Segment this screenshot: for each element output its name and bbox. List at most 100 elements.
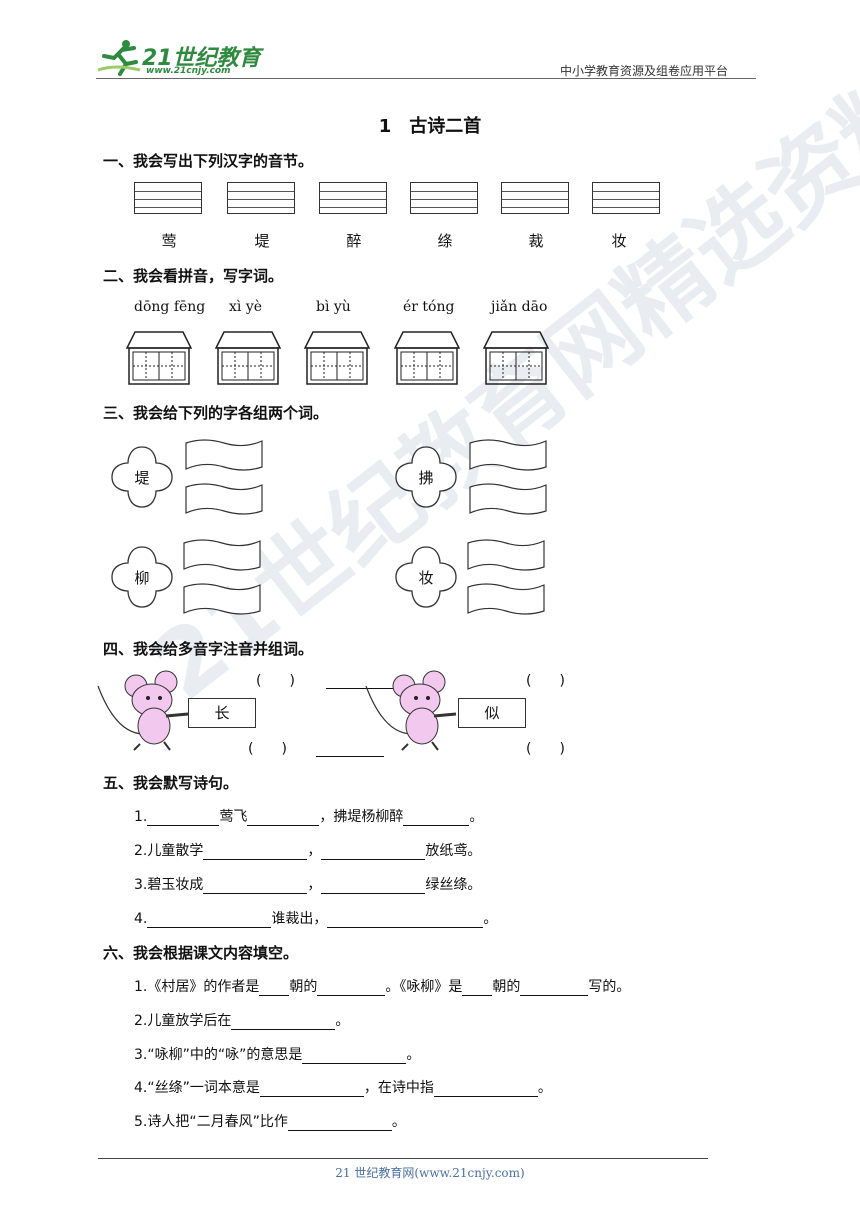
- section-4-heading: 四、我会给多音字注音并组词。: [103, 640, 314, 658]
- word-group-4: 妆: [390, 537, 550, 623]
- pinyin-label: bì yù: [316, 299, 351, 315]
- section-5-heading: 五、我会默写诗句。: [103, 774, 239, 792]
- word-blank[interactable]: [326, 672, 394, 689]
- answer-blank[interactable]: [231, 1013, 336, 1030]
- answer-blank[interactable]: [302, 1047, 407, 1064]
- poem-line-2: 2.儿童散学 ， 放纸鸢。: [134, 840, 481, 860]
- pinyin-label: jiǎn dāo: [491, 299, 548, 315]
- flag-answer-boxes[interactable]: [466, 537, 548, 623]
- char-label: 绦: [437, 232, 453, 250]
- pinyin-box[interactable]: [410, 182, 478, 214]
- word-houses: [125, 331, 550, 385]
- line-text: 朝的: [289, 979, 318, 995]
- pinyin-boxes-row: [134, 182, 674, 218]
- pinyin-paren[interactable]: ( ): [526, 741, 565, 757]
- line-text: 4.“丝绦”一词本意是: [134, 1080, 260, 1096]
- mouse-illustration-icon: [97, 670, 189, 751]
- footer-text: 21 世纪教育网(www.21cnjy.com): [335, 1166, 525, 1180]
- word-house-box[interactable]: [393, 331, 461, 385]
- answer-blank[interactable]: [203, 877, 308, 894]
- char-label: 醉: [346, 232, 362, 250]
- pinyin-label: dōng fēng: [134, 299, 206, 315]
- site-logo: 21世纪教育 www.21cnjy.com: [96, 36, 266, 80]
- answer-blank[interactable]: [403, 809, 470, 826]
- char-label: 堤: [254, 232, 270, 250]
- runner-logo-icon: [97, 40, 141, 76]
- group-char: 妆: [418, 569, 434, 587]
- page-title: 1 古诗二首: [378, 116, 482, 137]
- footer-rule: [98, 1158, 708, 1159]
- poem-line-1: 1.莺飞，拂堤杨柳醉。: [134, 806, 483, 826]
- logo-text: 21世纪教育: [142, 46, 261, 71]
- line-text: ，: [307, 877, 322, 893]
- line-text: ，: [307, 843, 322, 859]
- line-text: 4.: [134, 911, 148, 927]
- answer-blank[interactable]: [259, 979, 290, 996]
- char-label: 裁: [528, 232, 544, 250]
- line-text: 1.《村居》的作者是: [134, 979, 260, 995]
- line-text: 写的。: [588, 979, 631, 995]
- answer-blank[interactable]: [247, 809, 320, 826]
- answer-blank[interactable]: [147, 809, 220, 826]
- answer-blank[interactable]: [203, 843, 308, 860]
- section-3-heading: 三、我会给下列的字各组两个词。: [103, 404, 329, 422]
- group-char: 拂: [418, 469, 434, 487]
- group-char: 柳: [134, 569, 150, 587]
- char-label: 妆: [611, 232, 627, 250]
- answer-blank[interactable]: [287, 1114, 392, 1131]
- answer-blank[interactable]: [520, 979, 589, 996]
- line-text: 。: [406, 1047, 421, 1063]
- line-text: 绿丝绦。: [425, 877, 482, 893]
- flag-answer-boxes[interactable]: [182, 537, 264, 623]
- group-char: 堤: [134, 469, 150, 487]
- poem-line-4: 4. 谁裁出， 。: [134, 908, 497, 928]
- line-text: 。: [335, 1013, 350, 1029]
- answer-blank[interactable]: [147, 911, 272, 928]
- fill-line-3: 3.“咏柳”中的“咏”的意思是 。: [134, 1044, 420, 1064]
- line-text: 。: [483, 911, 498, 927]
- word-blank[interactable]: [316, 740, 384, 757]
- word-house-box[interactable]: [214, 331, 282, 385]
- logo-url: www.21cnjy.com: [146, 66, 231, 76]
- poem-line-3: 3.碧玉妆成，绿丝绦。: [134, 874, 481, 894]
- line-text: 。《咏柳》是: [385, 979, 463, 995]
- fill-line-4: 4.“丝绦”一词本意是 ，在诗中指 。: [134, 1077, 552, 1097]
- pinyin-box[interactable]: [134, 182, 202, 214]
- pinyin-paren[interactable]: ( ): [256, 673, 295, 689]
- line-text: 2.儿童放学后在: [134, 1013, 232, 1029]
- char-label: 莺: [161, 232, 177, 250]
- line-text: 放纸鸢。: [425, 843, 482, 859]
- section-6-heading: 六、我会根据课文内容填空。: [103, 944, 299, 962]
- pinyin-box[interactable]: [227, 182, 295, 214]
- answer-blank[interactable]: [433, 1080, 538, 1097]
- flag-answer-boxes[interactable]: [184, 437, 266, 523]
- word-house-box[interactable]: [482, 331, 550, 385]
- word-group-3: 柳: [106, 537, 266, 623]
- line-text: ，在诗中指: [363, 1080, 434, 1096]
- word-group-2: 拂: [390, 437, 550, 523]
- fill-line-2: 2.儿童放学后在 。: [134, 1010, 349, 1030]
- line-text: 2.儿童散学: [134, 843, 204, 859]
- section-2-heading: 二、我会看拼音，写字词。: [103, 267, 284, 285]
- pinyin-box[interactable]: [592, 182, 660, 214]
- pinyin-box[interactable]: [319, 182, 387, 214]
- pinyin-paren[interactable]: ( ): [248, 741, 287, 757]
- pinyin-box[interactable]: [501, 182, 569, 214]
- line-text: 。: [537, 1080, 552, 1096]
- answer-blank[interactable]: [317, 979, 386, 996]
- line-text: 谁裁出，: [271, 911, 328, 927]
- flag-answer-boxes[interactable]: [468, 437, 550, 523]
- line-text: 1.: [134, 809, 148, 825]
- pinyin-paren[interactable]: ( ): [526, 673, 565, 689]
- word-house-box[interactable]: [303, 331, 371, 385]
- line-text: 莺飞: [219, 809, 248, 825]
- answer-blank[interactable]: [327, 911, 484, 928]
- flower-shape-icon: [395, 546, 457, 608]
- word-house-box[interactable]: [125, 331, 193, 385]
- pinyin-label: ér tóng: [403, 299, 455, 315]
- answer-blank[interactable]: [259, 1080, 364, 1097]
- answer-blank[interactable]: [462, 979, 493, 996]
- line-text: 3.“咏柳”中的“咏”的意思是: [134, 1047, 303, 1063]
- answer-blank[interactable]: [321, 877, 426, 894]
- answer-blank[interactable]: [321, 843, 426, 860]
